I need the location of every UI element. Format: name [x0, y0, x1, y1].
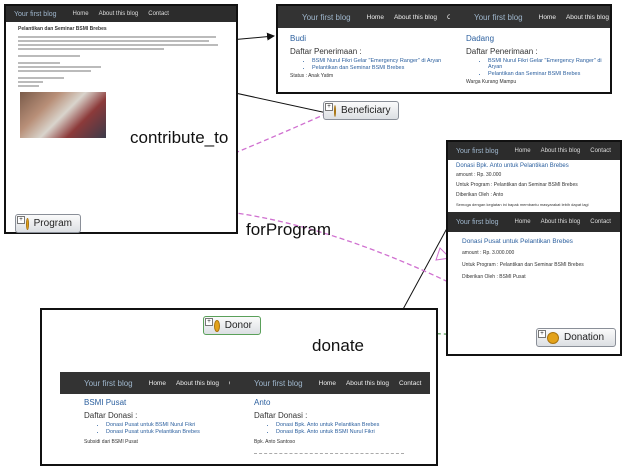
- expand-icon[interactable]: +: [325, 103, 333, 111]
- program-photo: [20, 92, 106, 138]
- entity-dot-icon: [547, 331, 559, 344]
- relation-label-for-program: forProgram: [246, 220, 332, 239]
- donor-nav-left: Your first blog Home About this blog Con…: [60, 372, 252, 394]
- donation-title-anto: Donasi Bpk. Anto untuk Pelantikan Brebes: [456, 163, 569, 169]
- donor-status: Subsidi dari BSMI Pusat: [84, 439, 138, 445]
- beneficiary-list: BSMI Nurul Fikri Gelar "Emergency Ranger…: [466, 58, 610, 77]
- donation-nav-bottom: Your first blog Home About this blog Con…: [448, 212, 620, 232]
- list-item[interactable]: Donasi Bpk. Anto untuk BSMI Nurul Fikri: [276, 429, 424, 435]
- relation-label-donate: donate: [312, 336, 364, 355]
- donor-nav-right: Your first blog Home About this blog Con…: [230, 372, 430, 394]
- list-item[interactable]: Pelantikan dan Seminar BSMI Brebes: [312, 65, 450, 71]
- list-item[interactable]: Donasi Pusat untuk BSMI Nurul Fikri: [106, 422, 234, 428]
- entity-node-beneficiary[interactable]: + Beneficiary: [323, 101, 399, 120]
- relation-label-contribute-to: contribute_to: [130, 128, 229, 147]
- program-page-title: Pelantikan dan Seminar BSMI Brebes: [18, 26, 107, 32]
- program-page-nav: Your first blog Home About this blog Con…: [6, 6, 236, 22]
- list-item[interactable]: BSMI Nurul Fikri Gelar "Emergency Ranger…: [312, 58, 450, 64]
- expand-icon[interactable]: +: [205, 318, 213, 326]
- beneficiary-list-title: Daftar Penerimaan :: [290, 47, 362, 56]
- donor-list: Donasi Pusat untuk BSMI Nurul Fikri Dona…: [84, 422, 234, 435]
- donor-name-bsmi-pusat: BSMI Pusat: [84, 398, 127, 407]
- list-item[interactable]: Donasi Bpk. Anto untuk Pelantikan Brebes: [276, 422, 424, 428]
- beneficiary-page-screenshot: Your first blog Home About this blog Con…: [276, 4, 612, 94]
- expand-icon[interactable]: +: [538, 330, 546, 338]
- donation-program: Untuk Program : Pelantikan dan Seminar B…: [456, 182, 578, 188]
- donation-amount: amount : Rp. 30.000: [456, 172, 502, 178]
- list-item[interactable]: BSMI Nurul Fikri Gelar "Emergency Ranger…: [488, 58, 610, 70]
- donation-giver: Diberikan Oleh : Anto: [456, 192, 504, 198]
- donation-program: Untuk Program : Pelantikan dan Seminar B…: [462, 262, 584, 268]
- program-page-screenshot: Your first blog Home About this blog Con…: [4, 4, 238, 234]
- entity-dot-icon: [214, 319, 220, 332]
- beneficiary-status: Status : Anak Yatim: [290, 73, 334, 79]
- donation-nav-top: Your first blog Home About this blog Con…: [448, 142, 620, 160]
- list-item[interactable]: Donasi Pusat untuk Pelantikan Brebes: [106, 429, 234, 435]
- entity-node-donation[interactable]: + Donation: [536, 328, 616, 347]
- beneficiary-name-budi: Budi: [290, 34, 307, 43]
- entity-dot-icon: [334, 104, 336, 117]
- entity-dot-icon: [26, 217, 29, 230]
- beneficiary-name-dadang: Dadang: [466, 34, 495, 43]
- beneficiary-nav-left: Your first blog Home About this blog Con…: [278, 6, 472, 28]
- expand-icon[interactable]: +: [17, 216, 25, 224]
- donor-name-anto: Anto: [254, 398, 271, 407]
- donation-title-pusat: Donasi Pusat untuk Pelantikan Brebes: [462, 238, 573, 245]
- donation-amount: amount : Rp. 3.000.000: [462, 250, 515, 256]
- donation-giver: Diberikan Oleh : BSMI Pusat: [462, 274, 526, 280]
- donor-status: Bpk. Anto Santoso: [254, 439, 296, 445]
- list-item[interactable]: Pelantikan dan Seminar BSMI Brebes: [488, 71, 610, 77]
- donor-list-title: Daftar Donasi :: [84, 411, 138, 420]
- donor-list: Donasi Bpk. Anto untuk Pelantikan Brebes…: [254, 422, 424, 435]
- beneficiary-list: BSMI Nurul Fikri Gelar "Emergency Ranger…: [290, 58, 450, 71]
- entity-node-donor[interactable]: + Donor: [203, 316, 261, 335]
- beneficiary-nav-right: Your first blog Home About this blog Con…: [450, 6, 610, 28]
- donation-note: Semoga dengan kegiatan ini bapak membant…: [456, 202, 589, 207]
- donation-page-screenshot: Your first blog Home About this blog Con…: [446, 140, 622, 356]
- donor-list-title: Daftar Donasi :: [254, 411, 308, 420]
- beneficiary-list-title: Daftar Penerimaan :: [466, 47, 538, 56]
- beneficiary-status: Warga Kurang Mampu: [466, 79, 517, 85]
- entity-node-program[interactable]: + Program: [15, 214, 81, 233]
